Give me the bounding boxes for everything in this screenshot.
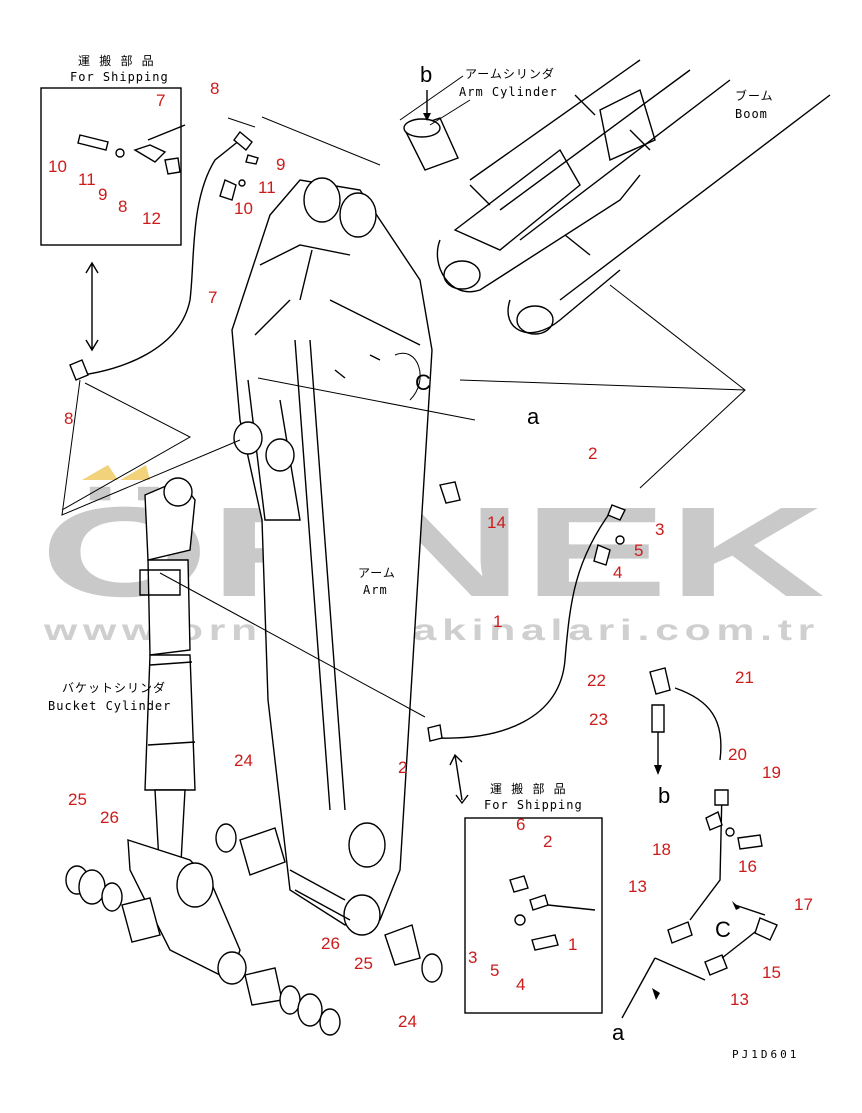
callout-number: 5 (634, 541, 643, 560)
pins-and-bushings (65, 823, 443, 1036)
arm-label-jp: アーム (358, 566, 396, 580)
callout-number: 1 (568, 935, 577, 954)
callout-number: 9 (98, 185, 107, 204)
callout-number: 2 (543, 832, 552, 851)
callout-number: 11 (78, 170, 96, 189)
view-c-bottom: C (715, 917, 731, 942)
callout-number: 15 (762, 963, 781, 982)
view-a-arm: a (527, 404, 540, 429)
callout-number: 6 (516, 815, 525, 834)
hose-7 (69, 130, 259, 381)
boom (436, 59, 831, 335)
view-c-arm: C (415, 370, 431, 395)
callout-number: 7 (156, 91, 165, 110)
view-b-top: b (420, 62, 432, 87)
callout-number: 8 (118, 197, 127, 216)
callout-number: 25 (354, 954, 373, 973)
callout-number: 24 (234, 751, 253, 770)
callout-number: 12 (142, 209, 161, 228)
callout-number: 9 (276, 155, 285, 174)
view-a-bottom: a (612, 1020, 625, 1045)
callout-number: 17 (794, 895, 813, 914)
hose-1 (427, 481, 626, 805)
callout-number: 26 (100, 808, 119, 827)
callout-numbers: 7 8 10 11 9 8 12 8 9 11 10 7 8 2 3 5 4 1… (48, 79, 813, 1031)
bucket-cylinder-label-jp: バケットシリンダ (62, 680, 166, 695)
shipping-box-1-title-en: For Shipping (70, 70, 169, 84)
shipping-box-1-title-jp: 運 搬 部 品 (78, 53, 155, 68)
boom-label-en: Boom (735, 107, 768, 121)
leader-lines (61, 75, 746, 718)
callout-number: 25 (68, 790, 87, 809)
watermark-accent-right-icon (120, 465, 150, 480)
arm-label-en: Arm (363, 583, 388, 597)
callout-number: 13 (628, 877, 647, 896)
pipe-group (621, 667, 778, 1019)
callout-number: 5 (490, 961, 499, 980)
callout-number: 10 (48, 157, 67, 176)
arm (231, 177, 433, 936)
boom-label-jp: ブーム (735, 88, 774, 103)
callout-number: 7 (208, 288, 217, 307)
arm-cylinder-bushing (403, 90, 459, 171)
callout-number: 19 (762, 763, 781, 782)
text-labels: アームシリンダ Arm Cylinder ブーム Boom アーム Arm バケ… (48, 62, 799, 1061)
arm-cylinder-label-en: Arm Cylinder (459, 85, 558, 99)
callout-number: 4 (516, 975, 525, 994)
callout-number: 23 (589, 710, 608, 729)
callout-number: 8 (210, 79, 219, 98)
callout-number: 2 (588, 444, 597, 463)
shipping-box-2-title-jp: 運 搬 部 品 (490, 781, 567, 796)
callout-number: 13 (730, 990, 749, 1009)
view-b-bottom: b (658, 783, 670, 808)
shipping-box-1: 運 搬 部 品 For Shipping (40, 53, 186, 246)
drawing-code: PJ1D601 (732, 1048, 799, 1061)
shipping-box-2: 運 搬 部 品 For Shipping (464, 781, 603, 1014)
callout-number: 11 (258, 178, 276, 197)
callout-number: 21 (735, 668, 754, 687)
callout-number: 3 (468, 948, 477, 967)
callout-number: 8 (64, 409, 73, 428)
callout-number: 22 (587, 671, 606, 690)
callout-number: 18 (652, 840, 671, 859)
callout-number: 24 (398, 1012, 417, 1031)
callout-number: 10 (234, 199, 253, 218)
callout-number: 20 (728, 745, 747, 764)
shipping-box-2-title-en: For Shipping (484, 798, 583, 812)
bucket-cylinder-label-en: Bucket Cylinder (48, 699, 171, 713)
callout-number: 4 (613, 563, 622, 582)
callout-number: 3 (655, 520, 664, 539)
callout-number: 14 (487, 513, 506, 532)
callout-number: 16 (738, 857, 757, 876)
arm-cylinder-label-jp: アームシリンダ (465, 66, 555, 81)
callout-number: 1 (493, 612, 502, 631)
callout-number-2-arm: 2 (398, 758, 407, 777)
watermark-accent-left-icon (82, 465, 118, 480)
callout-number: 26 (321, 934, 340, 953)
